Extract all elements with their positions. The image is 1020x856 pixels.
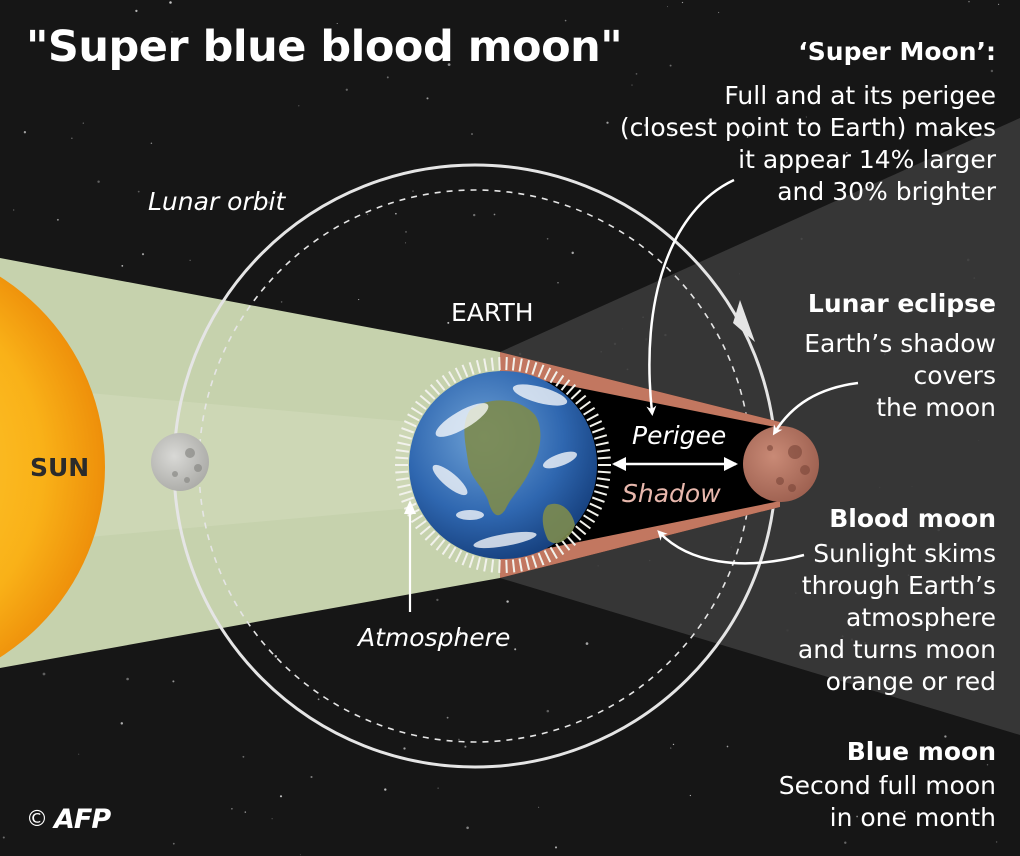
sunlight-inner-beam xyxy=(0,385,500,545)
red-light-top xyxy=(500,352,780,428)
lunar-eclipse-heading: Lunar eclipse xyxy=(807,289,996,318)
super-moon-heading: ‘Super Moon’: xyxy=(798,37,996,66)
blood-moon-text: Sunlight skims through Earth’s atmospher… xyxy=(797,539,996,696)
earth-land xyxy=(464,400,575,544)
page-title: "Super blue blood moon" xyxy=(26,22,623,72)
sun xyxy=(0,276,105,658)
blood-moon xyxy=(743,426,819,502)
sunlight-beam xyxy=(0,258,500,668)
perigee-label: Perigee xyxy=(632,421,727,450)
lunar-eclipse-text: Earth’s shadow covers the moon xyxy=(804,329,996,422)
red-light-bottom xyxy=(500,501,780,578)
blue-moon-heading: Blue moon xyxy=(846,737,996,766)
perigee-arrow-right xyxy=(724,457,738,471)
lunar-eclipse-pointer xyxy=(772,381,859,436)
atmosphere-pointer-head xyxy=(404,500,416,514)
earth-label: EARTH xyxy=(451,298,534,327)
blood-moon-pointer xyxy=(657,530,805,565)
lunar-orbit-label: Lunar orbit xyxy=(148,187,286,216)
shadow-label: Shadow xyxy=(622,479,721,508)
super-moon-pointer xyxy=(646,178,735,416)
full-moon xyxy=(151,433,209,491)
super-moon-text: Full and at its perigee (closest point t… xyxy=(619,81,996,206)
earth-clouds xyxy=(432,384,578,549)
afp-logo: AFP xyxy=(54,804,111,835)
blood-moon-craters xyxy=(767,445,810,492)
orbit-direction-arrow xyxy=(733,300,755,342)
blue-moon-text: Second full moon in one month xyxy=(778,771,996,832)
sun-label: SUN xyxy=(30,453,90,482)
copyright-symbol: © xyxy=(26,807,48,832)
full-moon-craters xyxy=(172,448,202,483)
atmosphere-label: Atmosphere xyxy=(358,623,511,652)
blood-moon-heading: Blood moon xyxy=(829,504,996,533)
perigee-arrow-left xyxy=(612,457,626,471)
